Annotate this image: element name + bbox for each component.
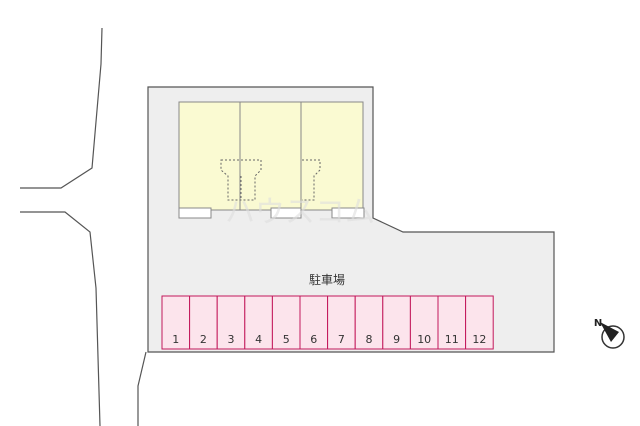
parking-space: 11 [437,295,467,350]
north-arrow-icon: N [594,318,625,349]
parking-space: 7 [327,295,356,350]
parking-space: 12 [465,295,494,350]
parking-space-number: 6 [310,333,317,346]
parking-space-number: 8 [366,333,373,346]
parking-space-number: 2 [200,333,207,346]
parking-space: 2 [189,295,218,350]
parking-space-number: 12 [472,333,486,346]
parking-space: 1 [161,295,191,350]
building [178,101,365,219]
parking-space-box [437,295,467,350]
parking-space: 3 [216,295,246,350]
parking-space-box [327,295,356,350]
parking-space-number: 11 [445,333,459,346]
parking-space-number: 9 [393,333,400,346]
parking-space-number: 4 [255,333,262,346]
parking-space-number: 7 [338,333,345,346]
parking-space-box [161,295,191,350]
parking-space: 9 [382,295,411,350]
parking-space: 4 [244,295,273,350]
parking-space-box [244,295,273,350]
watermark: ハウスコム [225,195,375,230]
parking-space-number: 1 [172,333,179,346]
parking-space-number: 10 [417,333,431,346]
parking-space: 6 [299,295,329,350]
parking-space-box [465,295,494,350]
parking-space-box [382,295,411,350]
parking-space-box [299,295,329,350]
road [20,27,147,426]
north-label: N [594,318,602,329]
parking-space-number: 3 [228,333,235,346]
parking-space: 5 [271,295,301,350]
parking-label: 駐車場 [309,272,345,287]
parking-space-box [354,295,384,350]
parking-space-number: 5 [283,333,290,346]
parking-space: 10 [409,295,439,350]
parking-space: 8 [354,295,384,350]
parking-space-box [216,295,246,350]
parking-space-box [271,295,301,350]
